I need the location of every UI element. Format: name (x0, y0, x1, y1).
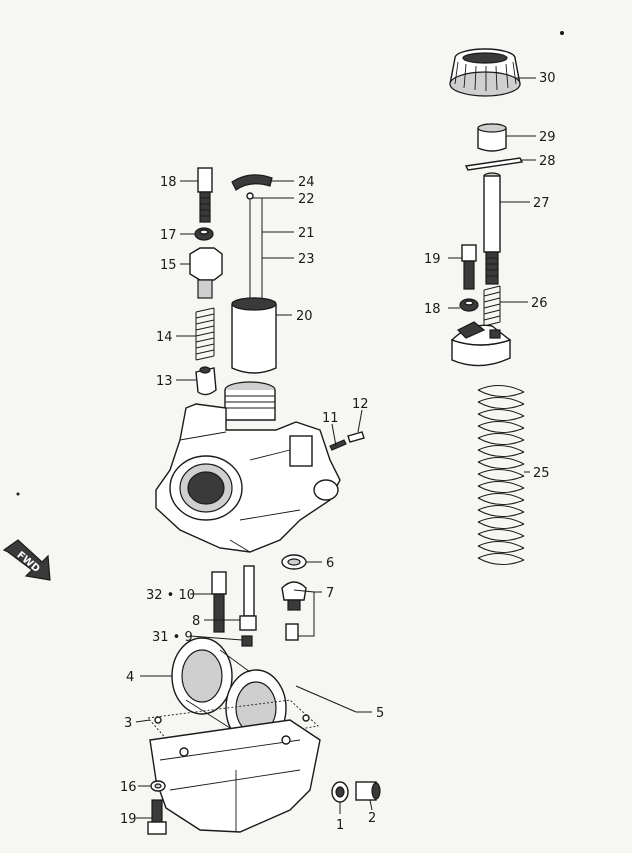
part-1-washer (331, 781, 349, 803)
callout-26: 26 (531, 296, 548, 311)
carburetor-body (155, 381, 341, 553)
callout-24: 24 (298, 175, 315, 190)
part-6-washer (281, 554, 307, 570)
callout-30: 30 (539, 71, 556, 86)
callout-23: 23 (298, 252, 315, 267)
callout-17: 15 (160, 258, 177, 273)
part-20-throttle-slide (231, 297, 277, 374)
callout-27: 27 (533, 196, 550, 211)
part-15-plunger (195, 366, 217, 396)
part-2-plug (355, 781, 381, 801)
part-19-screw-left (197, 167, 213, 223)
callout-29: 29 (539, 130, 556, 145)
part-28-pin (464, 157, 524, 171)
part-17-adjuster (189, 247, 223, 299)
callout-32-10: 32 • 10 (146, 588, 195, 603)
callout-4: 4 (126, 670, 134, 685)
part-19-screw-right (461, 244, 477, 290)
callout-15: 13 (156, 374, 173, 389)
part-30-top-cap (449, 48, 521, 97)
part-7-jets (281, 581, 307, 641)
callout-25: 25 (533, 466, 550, 481)
part-16-spring (195, 307, 215, 361)
callout-18-right: 18 (424, 302, 441, 317)
part-26-small-spring (483, 285, 501, 327)
callout-16: 14 (156, 330, 173, 345)
callout-13: 11 (322, 411, 339, 426)
part-18-nut-right (459, 298, 479, 312)
scan-specks (16, 31, 564, 496)
part-9-pilot-jet (241, 635, 253, 647)
callout-20: 20 (296, 309, 313, 324)
callout-7: 7 (326, 586, 334, 601)
part-8-needle-jet (239, 565, 257, 631)
part-27-rod (483, 172, 501, 285)
part-12-washer (150, 780, 166, 792)
part-3-gasket (147, 699, 319, 751)
callout-18-left: 17 (160, 228, 177, 243)
leader-lines (135, 77, 536, 819)
part-10-jet (211, 571, 227, 633)
callout-labels: 30 29 28 27 19 26 18 25 18 17 15 14 13 2… (120, 71, 556, 833)
fwd-arrow: FWD (2, 539, 51, 581)
callout-11: 19 (120, 812, 137, 827)
part-11-bolt (147, 799, 167, 835)
callout-28: 28 (539, 154, 556, 169)
part-29-cap (477, 123, 507, 152)
callout-14: 12 (352, 397, 369, 412)
part-18-nut-left (194, 227, 214, 241)
part-cap-base (450, 321, 512, 367)
callout-6: 6 (326, 556, 334, 571)
callout-2: 2 (368, 811, 376, 826)
part-5-float-pin (295, 685, 357, 713)
callout-8: 8 (192, 614, 200, 629)
callout-31-9: 31 • 9 (152, 630, 193, 645)
part-13-14-screws (329, 431, 365, 451)
part-25-large-spring (477, 385, 525, 565)
part-21-22-23-needle (246, 192, 263, 300)
callout-3: 3 (124, 716, 132, 731)
callout-5: 5 (376, 706, 384, 721)
part-24-clip (231, 174, 273, 191)
callout-21: 21 (298, 226, 315, 241)
callout-22: 22 (298, 192, 315, 207)
float-chamber (149, 719, 321, 833)
callout-12: 16 (120, 780, 137, 795)
callout-19-right: 19 (424, 252, 441, 267)
callout-1: 1 (336, 818, 344, 833)
callout-19-left: 18 (160, 175, 177, 190)
